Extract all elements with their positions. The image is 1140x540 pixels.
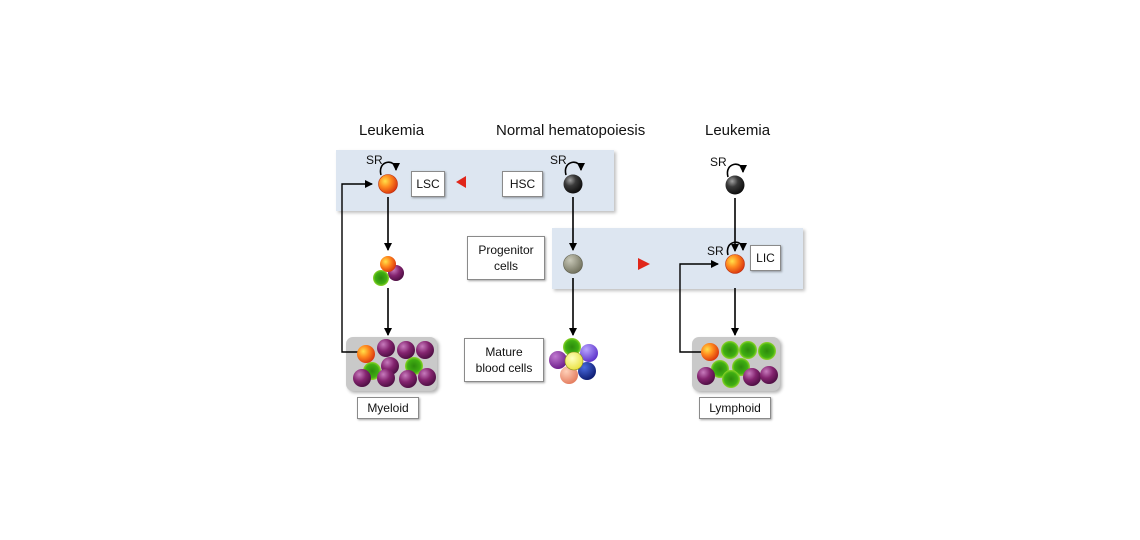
sr-label-lic: SR [707, 244, 724, 258]
progenitor-label-line1: Progenitor [478, 243, 534, 257]
lic-label-box: LIC [750, 245, 781, 271]
hsc-label-box: HSC [502, 171, 543, 197]
hsc-cell [563, 174, 583, 194]
myeloid-cells [353, 339, 436, 388]
self-renewal-arrow-lsc [379, 161, 400, 176]
lymphoid-label-box: Lymphoid [699, 397, 771, 419]
header-leukemia-right: Leukemia [705, 122, 771, 139]
mature-label-line1: Mature [485, 345, 523, 359]
mature-blood-cells [549, 338, 598, 384]
progenitor-label-line2: cells [493, 259, 518, 273]
header-leukemia-left: Leukemia [359, 122, 425, 139]
right-hsc-cell [725, 175, 745, 195]
self-renewal-arrow-hsc [564, 161, 585, 176]
self-renewal-arrow-right-hsc [726, 163, 747, 178]
lsc-cell [378, 174, 398, 194]
sr-label-lsc: SR [366, 153, 383, 167]
sr-label-hsc: SR [550, 153, 567, 167]
progenitor-cells-label-box: Progenitor cells [467, 236, 545, 280]
sr-label-right-hsc: SR [710, 155, 727, 169]
myeloid-label-box: Myeloid [357, 397, 419, 419]
myeloid-progenitor-cluster [373, 256, 404, 286]
feedback-arrow-lymphoid-to-lic [679, 260, 719, 353]
mature-blood-cells-label-box: Mature blood cells [464, 338, 544, 382]
lymphoid-cells [697, 341, 778, 388]
header-normal-hematopoiesis: Normal hematopoiesis [496, 122, 646, 139]
lic-cell [725, 254, 745, 274]
self-renewal-arrow-lic [726, 241, 747, 256]
feedback-arrow-myeloid-to-lsc [341, 180, 373, 353]
lsc-label-box: LSC [411, 171, 445, 197]
progenitor-cell [563, 254, 583, 274]
mature-label-line2: blood cells [475, 361, 533, 375]
